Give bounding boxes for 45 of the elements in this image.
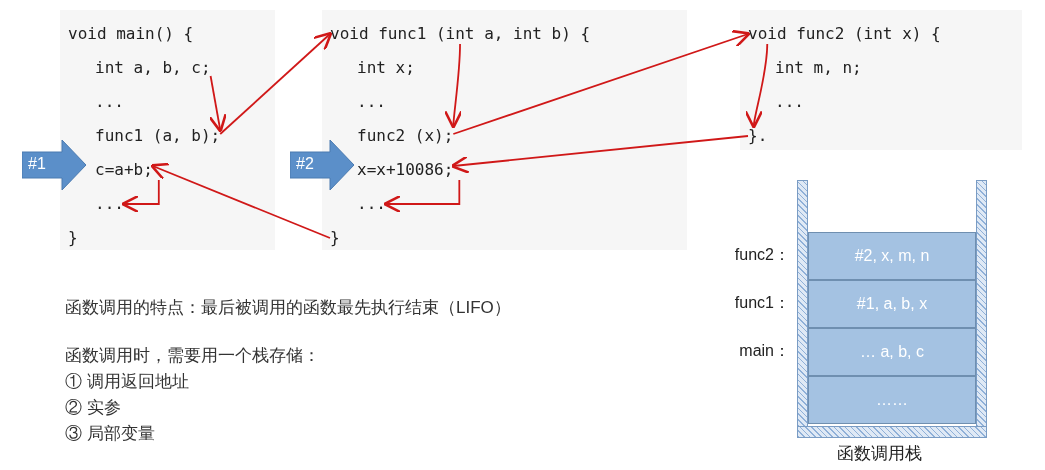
code-panel: [740, 10, 1022, 150]
arrow: [450, 135, 749, 174]
arrow: [121, 179, 160, 214]
arrow: [745, 43, 769, 129]
step-marker: #1: [22, 140, 86, 190]
frame-label: func1：: [733, 293, 790, 313]
note-text: 函数调用的特点：最后被调用的函数最先执行结束（LIFO）: [65, 297, 511, 319]
code-line: void func2 (int x) {: [748, 24, 941, 44]
code-line: func2 (x);: [357, 126, 454, 146]
code-panel: [322, 10, 687, 250]
list-item: ② 实参: [65, 397, 121, 419]
stack-frame: … a, b, c: [808, 328, 976, 376]
code-line: c=a+b;: [95, 160, 153, 180]
arrow: [452, 29, 751, 135]
stack-frame: #1, a, b, x: [808, 280, 976, 328]
code-line: x=x+10086;: [357, 160, 454, 180]
code-line: int x;: [357, 58, 415, 78]
code-panel: [60, 10, 275, 250]
arrow: [383, 179, 461, 214]
code-line: }: [68, 228, 78, 248]
code-line: ...: [357, 194, 386, 214]
arrow: [208, 75, 227, 133]
code-line: ...: [95, 194, 124, 214]
step-marker: #2: [290, 140, 354, 190]
stack-caption: 函数调用栈: [837, 443, 922, 465]
note-text: 函数调用时，需要用一个栈存储：: [65, 345, 320, 367]
code-line: void func1 (int a, int b) {: [330, 24, 591, 44]
stack-frame: #2, x, m, n: [808, 232, 976, 280]
code-line: void main() {: [68, 24, 194, 44]
code-line: ...: [95, 92, 124, 112]
list-item: ① 调用返回地址: [65, 371, 189, 393]
stack-frame: ……: [808, 376, 976, 424]
code-line: int a, b, c;: [95, 58, 211, 78]
code-line: }.: [748, 126, 768, 146]
list-item: ③ 局部变量: [65, 423, 155, 445]
code-line: ...: [357, 92, 386, 112]
frame-label: func2：: [733, 245, 790, 265]
arrow: [444, 43, 464, 129]
code-line: int m, n;: [775, 58, 862, 78]
arrow: [150, 162, 331, 239]
code-line: func1 (a, b);: [95, 126, 221, 146]
code-line: }: [330, 228, 340, 248]
code-line: ...: [775, 92, 804, 112]
arrow: [219, 31, 333, 135]
frame-label: main：: [738, 341, 790, 361]
